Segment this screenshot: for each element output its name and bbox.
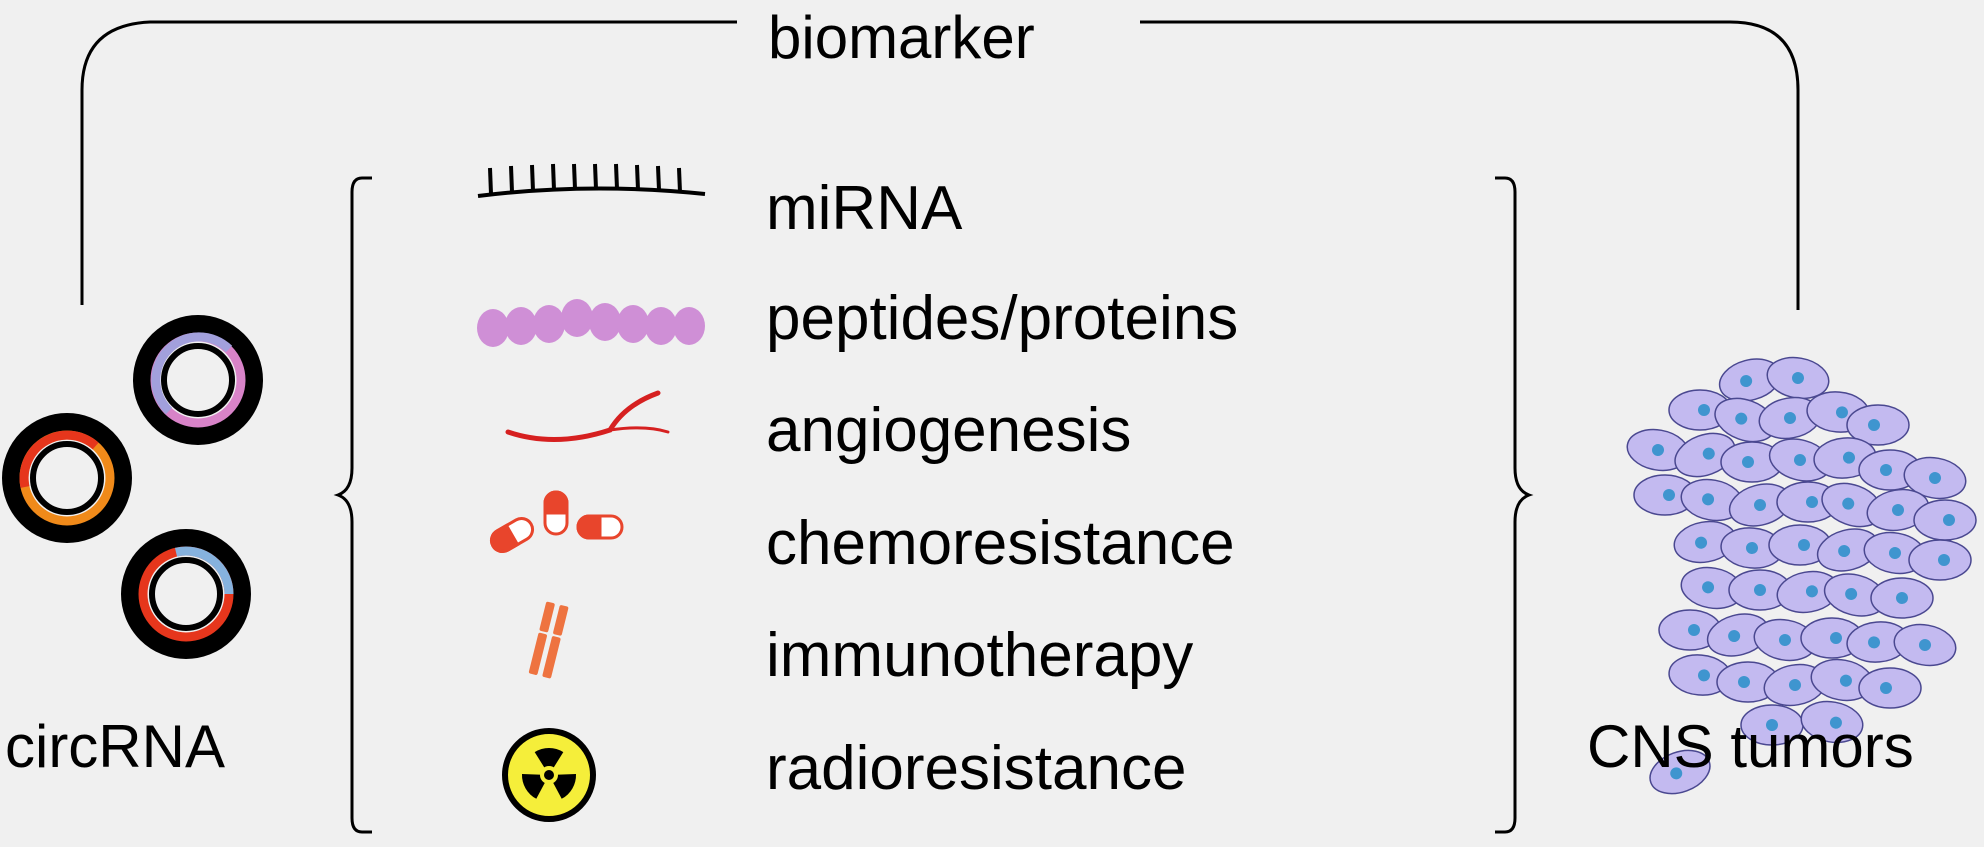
biomarker-label: biomarker [768,4,1035,71]
right-brace [1495,176,1534,834]
circrna-ring-top [133,315,263,445]
item-label-mirna: miRNA [766,174,963,243]
item-label-chemoresistance: chemoresistance [766,509,1235,578]
tumor-cell [1800,700,1864,744]
item-label-immunotherapy: immunotherapy [766,621,1194,690]
left-brace [333,176,372,834]
tumor-cell [1680,478,1744,522]
tumor-cell [1846,404,1910,446]
mirna-icon [477,163,706,198]
peptide-chain-icon [477,299,705,347]
tumor-cell [1893,623,1957,667]
circrna-ring-left [2,413,132,543]
tumor-cell [1913,499,1977,541]
tumor-cell [1823,573,1887,617]
antibody-icon [528,601,569,679]
item-label-angiogenesis: angiogenesis [766,396,1132,465]
tumor-cell [1658,609,1722,651]
tumor-cell [1626,428,1690,472]
circrna-ring-bottom [121,529,251,659]
tumor-cell [1674,432,1736,478]
tumor-cell [1816,528,1880,572]
biomarker-connector-left [80,20,737,305]
pills-icon [489,490,624,553]
tumor-cell [1870,577,1934,619]
tumor-cell [1903,456,1967,500]
tumor-cell [1753,618,1817,662]
tumor-cell [1908,539,1972,581]
tumor-cell [1768,524,1832,566]
tumor-cell [1714,397,1776,443]
tumor-cell [1633,474,1697,516]
cns-tumor-cell-cluster [1626,356,1977,795]
tumor-cell [1728,483,1792,527]
tumor-cell [1776,570,1840,614]
biomarker-connector-right [1140,20,1800,310]
tumor-cell [1740,704,1804,746]
circrna-label: circRNA [5,713,225,780]
blood-vessel-icon [505,390,670,443]
tumor-cell [1810,658,1874,702]
tumor-cell [1846,621,1910,663]
tumor-cell [1668,654,1732,696]
cns-tumors-label: CNS tumors [1587,713,1914,780]
tumor-cell [1718,358,1782,402]
radiation-icon [502,728,596,822]
tumor-cell [1649,749,1711,795]
tumor-cell [1858,667,1922,709]
item-label-peptides-proteins: peptides/proteins [766,284,1239,353]
tumor-cell [1716,661,1780,703]
item-label-radioresistance: radioresistance [766,734,1187,803]
tumor-cell [1680,566,1744,610]
tumor-cell [1763,663,1827,707]
